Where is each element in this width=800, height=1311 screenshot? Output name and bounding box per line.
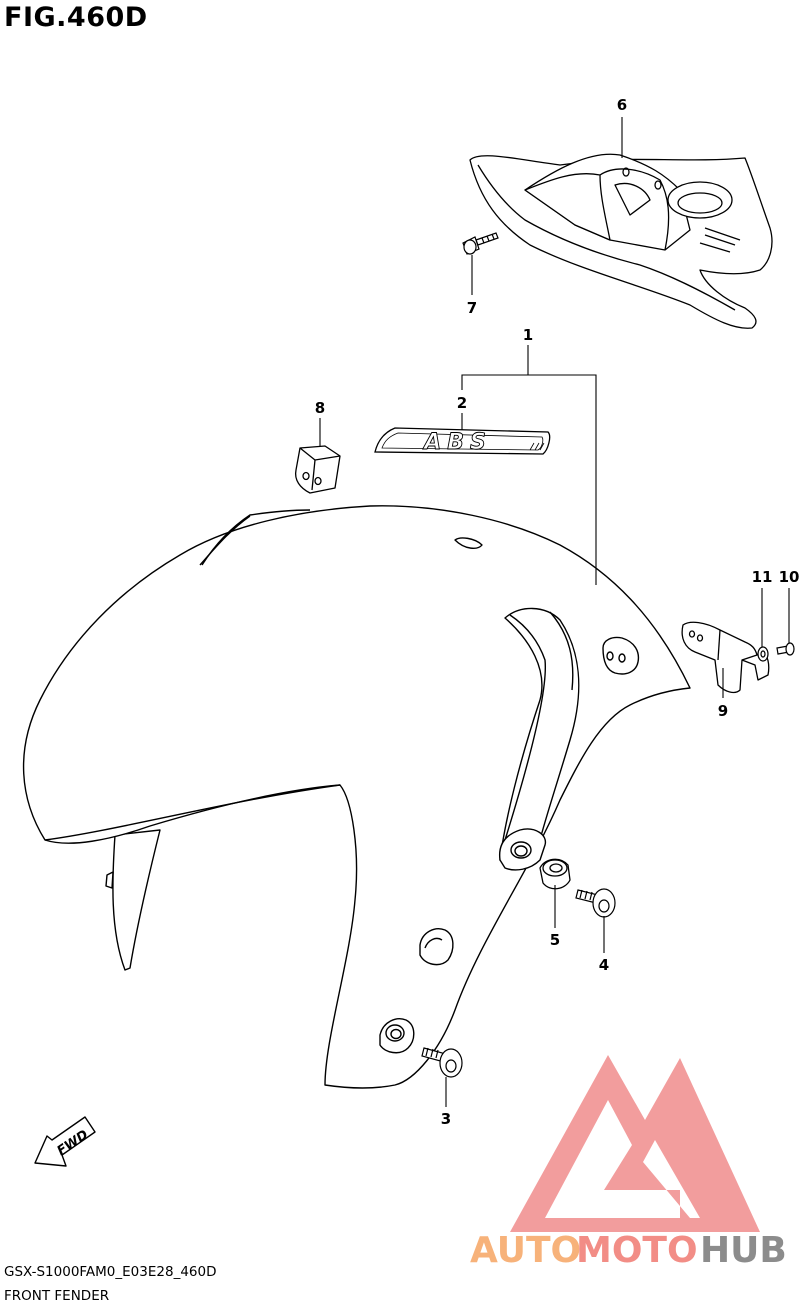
watermark-text-moto: MOTO xyxy=(576,1230,698,1271)
callout-10: 10 xyxy=(779,568,800,586)
watermark-text-auto: AUTO xyxy=(470,1230,581,1271)
callout-2: 2 xyxy=(457,394,467,412)
figure-code: GSX-S1000FAM0_E03E28_460D xyxy=(4,1264,217,1280)
callout-7: 7 xyxy=(467,299,477,317)
watermark-logo-triangle xyxy=(510,1055,760,1232)
part-4-bolt[interactable] xyxy=(575,888,616,918)
part-6-inner-fender[interactable] xyxy=(469,153,773,329)
callout-11: 11 xyxy=(752,568,773,586)
callout-4: 4 xyxy=(599,956,609,974)
figure-name: FRONT FENDER xyxy=(4,1288,110,1304)
figure-title: FIG.460D xyxy=(4,2,148,33)
watermark-logo xyxy=(510,1055,760,1232)
callout-1: 1 xyxy=(523,326,533,344)
part-8-clip[interactable] xyxy=(294,445,341,494)
leader-1-bracket xyxy=(461,374,597,585)
watermark-text: AUTO MOTO HUB xyxy=(470,1230,787,1271)
callout-8: 8 xyxy=(315,399,325,417)
leader-lines xyxy=(319,117,790,1107)
callout-9: 9 xyxy=(718,702,728,720)
part-2-abs-decal[interactable]: ABS xyxy=(374,427,551,455)
watermark-logo-inner xyxy=(590,1130,622,1160)
part-11-washer[interactable] xyxy=(757,646,769,662)
watermark-text-hub: HUB xyxy=(700,1230,787,1271)
callout-3: 3 xyxy=(441,1110,451,1128)
part-3-bolt[interactable] xyxy=(421,1047,463,1078)
decal-text: ABS xyxy=(422,430,492,455)
fwd-arrow: FWD xyxy=(34,1116,96,1167)
part-9-bracket[interactable] xyxy=(681,621,770,694)
part-7-screw[interactable] xyxy=(462,232,499,255)
part-5-grommet[interactable] xyxy=(539,858,571,890)
part-1-front-fender[interactable] xyxy=(22,505,691,1089)
part-10-screw[interactable] xyxy=(776,642,795,656)
callout-6: 6 xyxy=(617,96,627,114)
callout-5: 5 xyxy=(550,931,560,949)
callout-numbers: 1 2 3 4 5 6 7 8 9 10 11 xyxy=(315,96,800,1128)
